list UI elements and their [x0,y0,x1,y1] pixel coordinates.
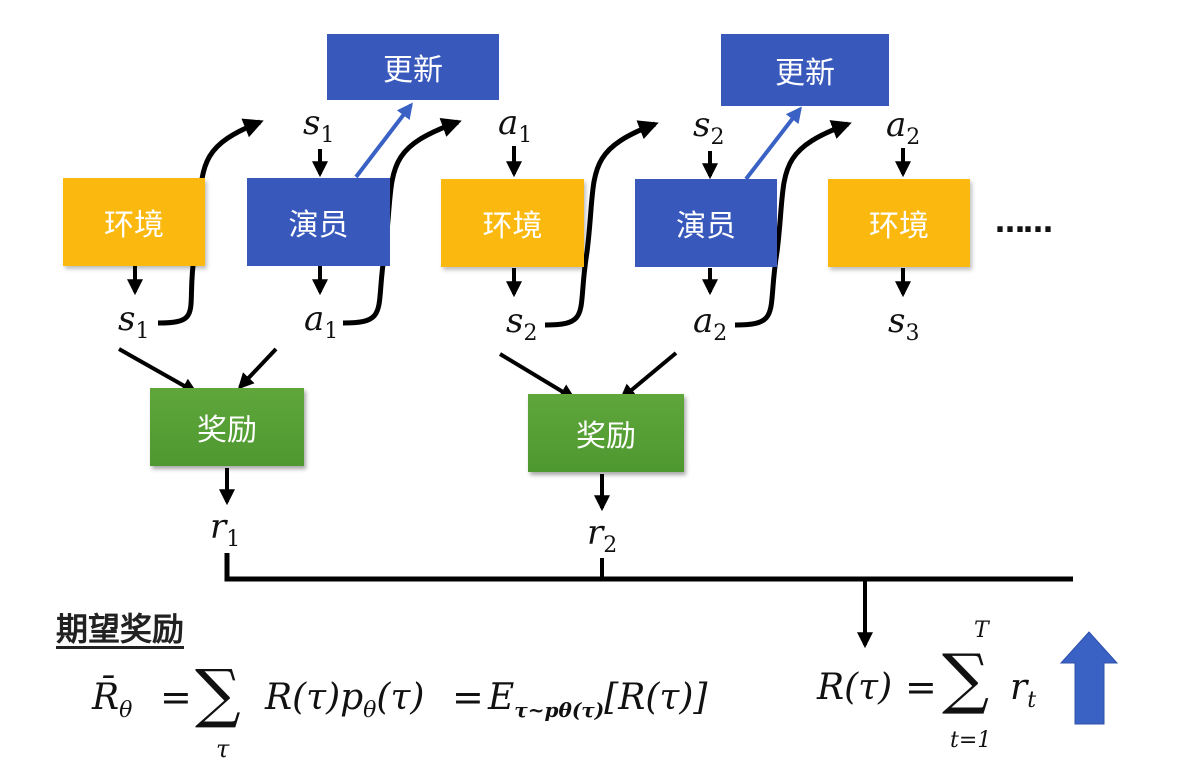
subscript: 1 [226,527,241,552]
term: R(τ)pθ(τ) [265,677,424,723]
actor-label: 演员 [288,208,349,243]
reward-r1: r1 [210,510,240,551]
arrow-actor1-to-update1 [354,102,413,179]
var: a [304,299,325,339]
subscript: 2 [713,321,728,346]
lhs: R(τ) [817,667,893,708]
update-label: 更新 [775,56,835,91]
state-s2-bottom: s2 [506,304,537,345]
environment-box-3: 环境 [828,179,970,267]
var: r [587,513,604,553]
arrow-actor2-to-update2 [744,106,802,181]
actor-box-2: 演员 [635,179,777,267]
var: r [210,507,227,547]
state-s3-bottom: s3 [888,304,919,345]
sum-bracket [224,553,1073,582]
lhs-subscript: θ [119,698,133,724]
arrow-a1-to-reward1 [258,349,276,392]
sum-subscript: τ [216,735,230,763]
state-s1-bottom: s1 [118,302,149,343]
expected-reward-title: 期望奖励 [56,610,185,648]
var: s [693,105,711,145]
action-a1-bottom: a1 [304,302,338,343]
sum-upper-bound: T [974,618,989,643]
subscript: 2 [906,125,921,150]
subscript: 1 [320,123,335,148]
var: s [506,301,524,341]
subscript: 1 [324,319,339,344]
var: s [303,103,321,143]
state-s2-top: s2 [693,108,724,149]
actor-box-1: 演员 [247,178,390,266]
reward-r2: r2 [587,516,617,557]
var: a [498,103,519,143]
expected-reward-formula: R̄θ = ∑ τ R(τ)pθ(τ) = Eτ~pθ(τ)[R(τ)] [60,655,780,765]
subscript: 2 [710,125,725,150]
var: s [888,301,906,341]
subscript: 1 [518,123,533,148]
update-box-1: 更新 [327,34,499,100]
environment-label: 环境 [869,209,929,244]
update-label: 更新 [383,53,443,88]
term-end: (τ) [376,677,425,718]
environment-label: 环境 [482,209,543,244]
total-reward-formula: R(τ) = T ∑ t=1 rt [810,610,1070,760]
action-a2-bottom: a2 [693,304,727,345]
expect-argument: [R(τ)] [604,677,708,718]
action-a2-top: a2 [886,108,920,149]
sum-symbol: ∑ [195,657,241,731]
term-subscript: θ [363,698,377,724]
arrow-a1-to-reward1-line [237,347,278,390]
subscript: 1 [135,319,150,344]
equals-2: = [452,675,484,719]
update-box-2: 更新 [721,34,889,106]
state-s1-top: s1 [303,106,334,147]
environment-box-2: 环境 [441,179,584,267]
expect-symbol: E [488,677,515,718]
reward-label: 奖励 [576,419,636,454]
expectation: Eτ~pθ(τ)[R(τ)] [488,677,707,722]
continuation-ellipsis: …… [995,205,1053,240]
var: a [886,105,907,145]
lhs: R̄θ [92,677,132,723]
subscript: 3 [905,321,920,346]
sum-symbol: ∑ [942,640,990,717]
var: a [693,301,714,341]
term-main: R(τ)p [265,677,364,718]
reward-box-1: 奖励 [150,388,304,466]
var: s [118,299,136,339]
subscript: 2 [603,533,618,558]
increase-up-arrow-icon [1059,631,1119,725]
subscript: 2 [523,321,538,346]
reward-box-2: 奖励 [528,394,684,472]
term: rt [1010,667,1036,713]
sum-lower-bound: t=1 [950,728,992,753]
action-a1-top: a1 [498,106,532,147]
environment-box-1: 环境 [63,178,205,266]
curve-s2-to-actor-input [544,120,659,328]
arrow-s2-to-reward2 [498,352,576,400]
equals: = [160,675,192,719]
arrow-a2-to-reward2 [619,351,678,401]
curve-a2-to-env-input [734,120,852,328]
reward-label: 奖励 [197,413,257,448]
lhs-symbol: R̄ [92,677,120,718]
term-subscript: t [1027,688,1037,714]
arrow-s1-to-reward1 [118,347,198,394]
environment-label: 环境 [104,208,164,243]
equals: = [905,665,937,709]
actor-label: 演员 [676,209,736,244]
term-main: r [1010,667,1028,708]
expect-subscript: τ~pθ(τ) [514,698,605,723]
